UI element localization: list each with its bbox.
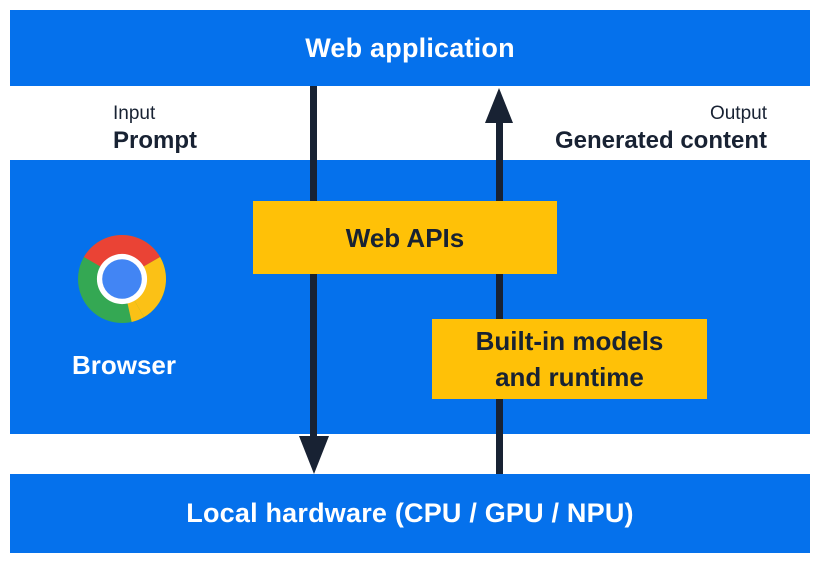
content-arrow-line xyxy=(496,120,503,474)
web-application-label: Web application xyxy=(305,33,515,63)
input-label: Input xyxy=(113,103,156,124)
builtin-models-label: Built-in models and runtime xyxy=(475,326,664,392)
browser-label: Browser xyxy=(71,350,177,380)
chrome-browser-icon xyxy=(78,235,166,323)
local-hardware-band: Local hardware (CPU / GPU / NPU) xyxy=(10,474,810,553)
output-annotation: Output Generated content xyxy=(555,103,767,155)
output-label: Output xyxy=(709,103,767,124)
builtin-models-box: Built-in models and runtime xyxy=(432,319,707,399)
web-application-band: Web application xyxy=(10,10,810,86)
prompt-label: Prompt xyxy=(113,127,197,154)
local-hardware-label: Local hardware (CPU / GPU / NPU) xyxy=(186,498,634,528)
generated-content-label: Generated content xyxy=(554,127,767,154)
prompt-arrowhead-icon xyxy=(299,436,329,474)
web-apis-label: Web APIs xyxy=(345,222,465,253)
web-apis-box: Web APIs xyxy=(253,201,557,274)
input-annotation: Input Prompt xyxy=(113,103,197,155)
content-arrowhead-icon xyxy=(485,88,513,123)
